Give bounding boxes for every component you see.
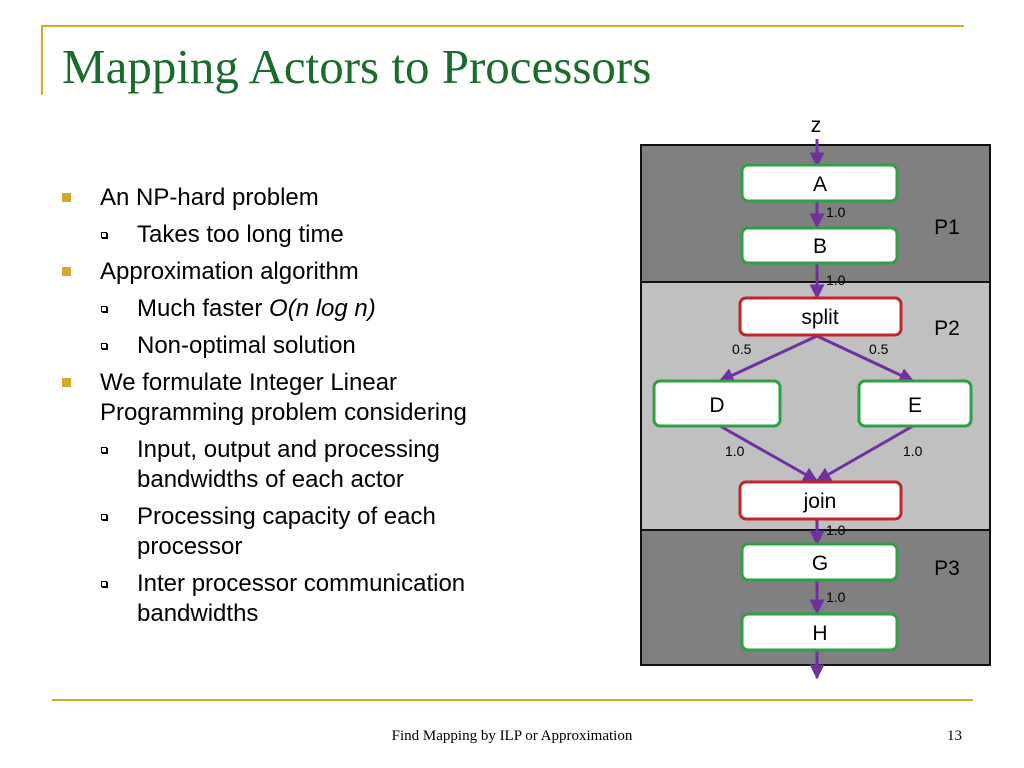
slide-title: Mapping Actors to Processors: [62, 39, 652, 94]
bullet-text: An NP-hard problem: [100, 184, 319, 211]
hollow-square-bullet-icon: [101, 343, 107, 349]
edge-label-a-b: 1.0: [826, 204, 846, 220]
edge-d-join: [719, 424, 819, 483]
subbullet-non-optimal: Non-optimal solution: [62, 331, 562, 361]
processor-label-p3: P3: [934, 557, 960, 580]
actor-b-node: [740, 226, 899, 265]
subbullet-text-line1: Processing capacity of each: [137, 503, 436, 530]
edge-e-join: [815, 424, 914, 483]
processor-label-p1: P1: [934, 216, 960, 239]
bullet-text-line2: Programming problem considering: [100, 399, 467, 426]
actor-d-node: [652, 379, 782, 428]
edge-label-g-h: 1.0: [826, 589, 846, 605]
bullet-list: An NP-hard problem Takes too long time A…: [62, 183, 562, 629]
hollow-square-bullet-icon: [101, 581, 107, 587]
actor-e-label: E: [908, 394, 922, 417]
actor-split-node: [738, 296, 903, 337]
actor-e-node: [857, 379, 973, 428]
actor-b-label: B: [813, 235, 827, 258]
input-label-z: z: [811, 114, 822, 137]
edge-label-e-join: 1.0: [903, 443, 923, 459]
subbullet-text-line1: Inter processor communication: [137, 570, 466, 597]
bullet-approximation: Approximation algorithm: [62, 257, 562, 287]
subbullet-text-line2: bandwidths: [137, 600, 259, 627]
actor-d-label: D: [709, 394, 724, 417]
processor-label-p2: P2: [934, 317, 960, 340]
edge-split-d: [718, 334, 818, 383]
slide-footer: Find Mapping by ILP or Approximation: [391, 728, 633, 744]
bullet-np-hard: An NP-hard problem: [62, 183, 562, 213]
subbullet-text-line2: bandwidths of each actor: [137, 466, 404, 493]
subbullet-text-line2: processor: [137, 533, 243, 560]
subbullet-communication: Inter processor communication bandwidths: [62, 569, 562, 629]
frame-bottom-rule: [52, 699, 973, 701]
actor-h-label: H: [812, 622, 827, 645]
hollow-square-bullet-icon: [101, 306, 107, 312]
subbullet-text-line1: Input, output and processing: [137, 436, 440, 463]
subbullet-bandwidths: Input, output and processing bandwidths o…: [62, 435, 562, 495]
subbullet-text: Non-optimal solution: [137, 332, 356, 359]
frame-top-rule: [41, 25, 964, 27]
frame-left-rule: [41, 25, 43, 95]
actor-h-node: [740, 612, 899, 652]
page-number: 13: [947, 728, 962, 744]
actor-join-node: [738, 480, 903, 521]
subbullet-text: Takes too long time: [137, 221, 344, 248]
subbullet-much-faster: Much faster O(n log n): [62, 294, 562, 324]
hollow-square-bullet-icon: [101, 232, 107, 238]
actor-join-label: join: [803, 490, 837, 513]
complexity-text: O(n log n): [269, 295, 376, 322]
actor-a-label: A: [813, 173, 827, 196]
actor-g-node: [740, 542, 899, 582]
edge-label-d-join: 1.0: [725, 443, 745, 459]
actor-g-label: G: [812, 552, 828, 575]
edge-split-e: [816, 334, 915, 383]
actor-a-node: [740, 163, 899, 203]
bullet-text-line1: We formulate Integer Linear: [100, 369, 398, 396]
subbullet-text: Much faster: [137, 295, 270, 322]
edge-label-b-split: 1.0: [826, 272, 846, 288]
bullet-text: Approximation algorithm: [100, 258, 359, 285]
square-bullet-icon: [62, 193, 71, 202]
edge-label-split-e: 0.5: [869, 341, 889, 357]
hollow-square-bullet-icon: [101, 447, 107, 453]
subbullet-capacity: Processing capacity of each processor: [62, 502, 562, 562]
actor-split-label: split: [801, 306, 839, 329]
subbullet-too-long: Takes too long time: [62, 220, 562, 250]
edge-label-join-g: 1.0: [826, 522, 846, 538]
hollow-square-bullet-icon: [101, 514, 107, 520]
square-bullet-icon: [62, 378, 71, 387]
edge-label-split-d: 0.5: [732, 341, 752, 357]
square-bullet-icon: [62, 267, 71, 276]
